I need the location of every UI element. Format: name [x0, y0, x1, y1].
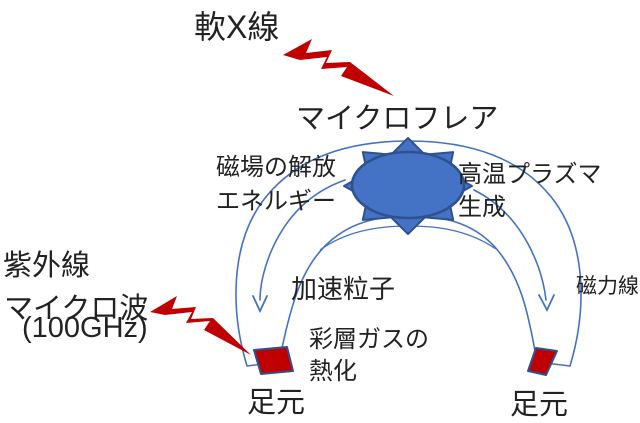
footpoint-left-label: 足元 [247, 387, 306, 419]
magnetic-release-energy-line1: 磁場の解放 [216, 154, 336, 181]
xray-lightning-icon [283, 39, 394, 96]
microwave-lightning-icon [150, 296, 251, 355]
left-flow-arrowhead-icon [252, 295, 268, 314]
magnetic-loop-band [235, 140, 582, 367]
microflare-label: マイクロフレア [296, 103, 499, 135]
microwave-label: マイクロ波 [4, 293, 149, 325]
chromospheric-heating-line2: 熱化 [309, 358, 357, 385]
right-flow-arrow [473, 189, 547, 301]
right-footpoint-marker [527, 347, 558, 376]
chromospheric-heating-line1: 彩層ガスの [309, 326, 429, 353]
magnetic-release-energy-label: 磁場の解放 エネルギー [216, 151, 336, 219]
microwave-frequency-label: (100GHz) [22, 312, 148, 344]
right-flow-arrowhead-icon [538, 294, 555, 313]
hot-plasma-line2: 生成 [458, 194, 506, 221]
chromospheric-heating-label: 彩層ガスの 熱化 [309, 324, 429, 388]
soft-xray-label: 軟X線 [194, 9, 280, 45]
left-flow-arrow [259, 179, 346, 301]
plasma-core-ellipse-icon [350, 150, 466, 220]
hot-plasma-line1: 高温プラズマ [458, 161, 602, 188]
magnetic-release-energy-line2: エネルギー [216, 188, 336, 215]
hot-plasma-label: 高温プラズマ 生成 [458, 158, 602, 224]
left-footpoint-marker [253, 346, 294, 375]
accelerated-particles-label: 加速粒子 [291, 274, 396, 304]
magnetic-field-line-label: 磁力線 [576, 275, 639, 298]
ultraviolet-label: 紫外線 [3, 250, 91, 282]
footpoint-right-label: 足元 [510, 389, 569, 421]
